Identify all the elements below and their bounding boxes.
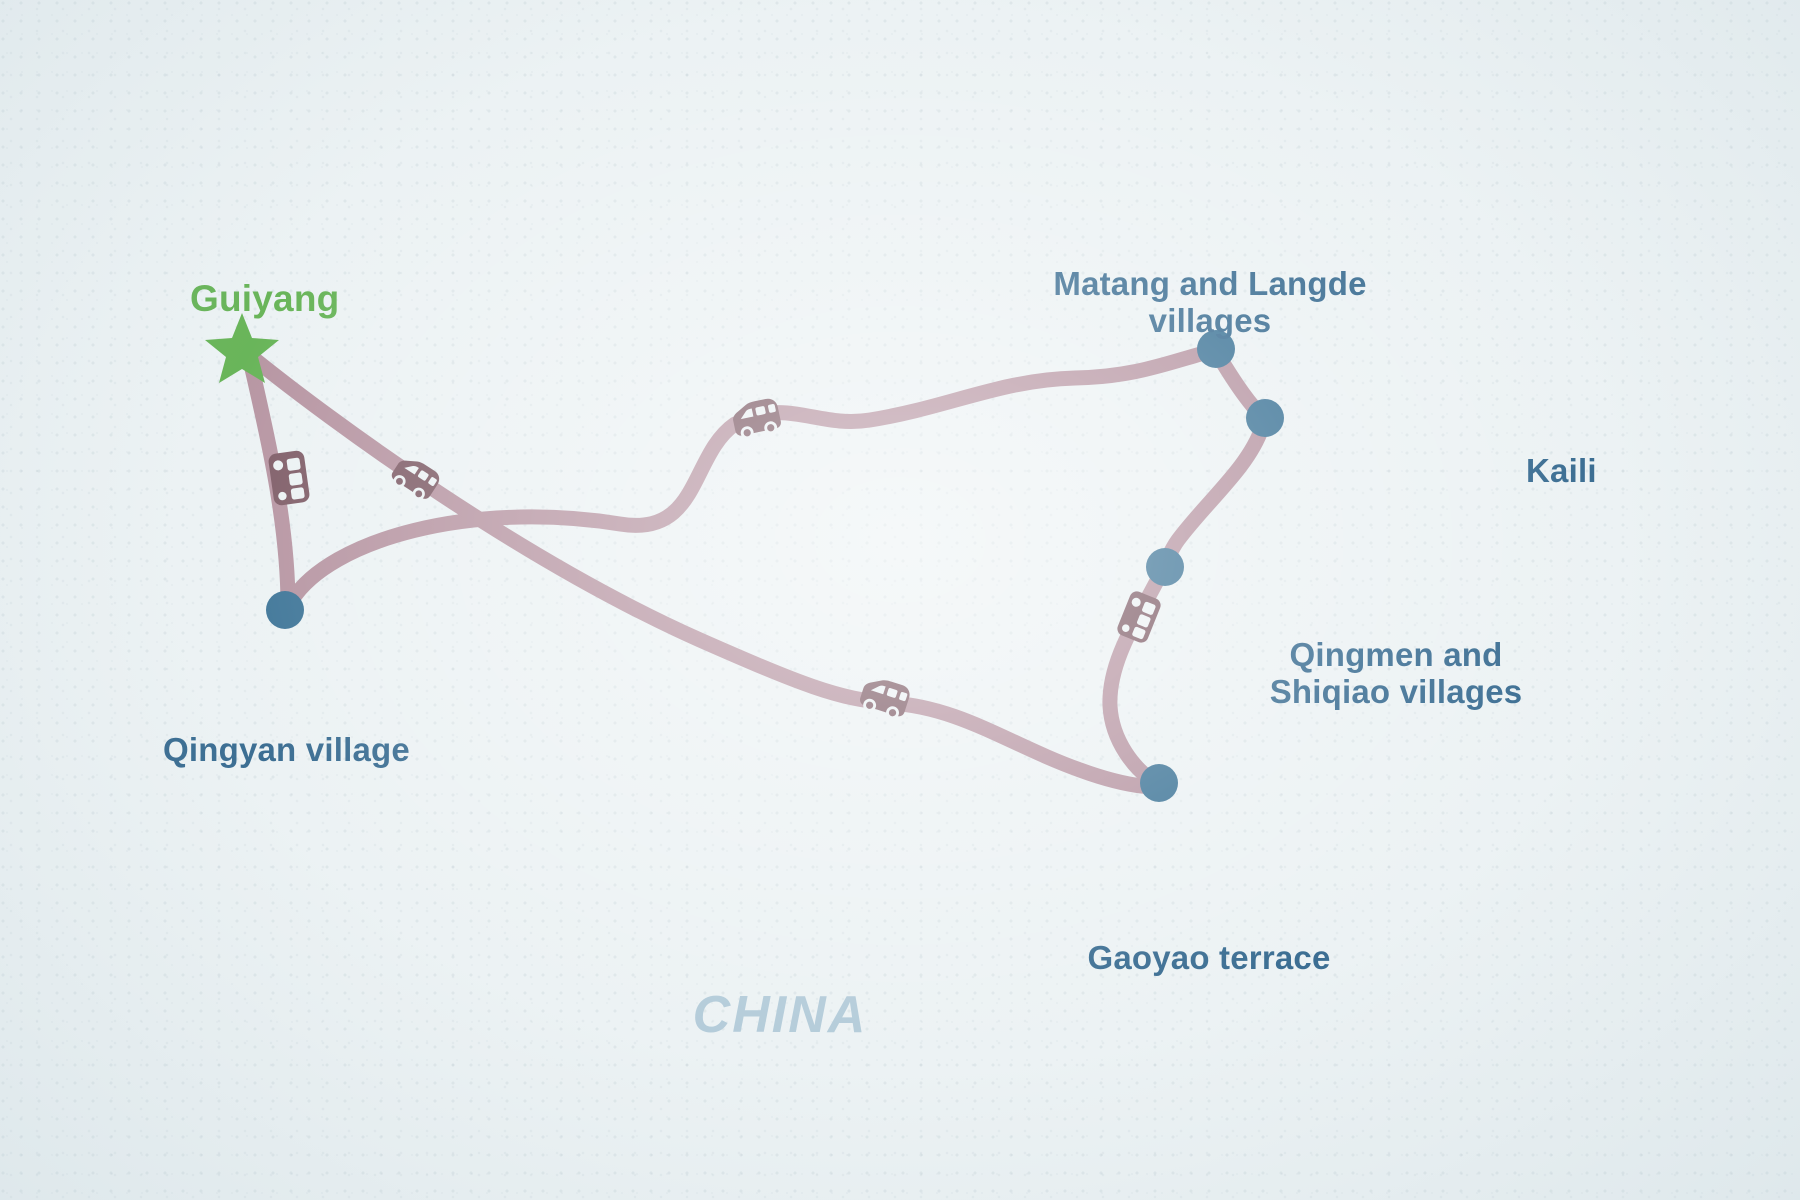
stop-marker-qingyan[interactable]	[266, 591, 304, 629]
stop-marker-qingmen-shiqiao[interactable]	[1146, 548, 1184, 586]
label-qingyan: Qingyan village	[163, 731, 410, 768]
stop-marker-gaoyao[interactable]	[1140, 764, 1178, 802]
label-matang-langde: Matang and Langde villages	[1053, 265, 1367, 339]
label-gaoyao: Gaoyao terrace	[1087, 939, 1331, 976]
label-guiyang: Guiyang	[190, 278, 340, 319]
label-kaili: Kaili	[1526, 452, 1597, 489]
stop-marker-kaili[interactable]	[1246, 399, 1284, 437]
country-watermark: CHINA	[692, 986, 868, 1044]
label-qingmen-shiqiao: Qingmen and Shiqiao villages	[1269, 636, 1523, 710]
start-star-icon[interactable]	[205, 313, 279, 383]
stop-marker-guiyang[interactable]	[205, 313, 279, 383]
